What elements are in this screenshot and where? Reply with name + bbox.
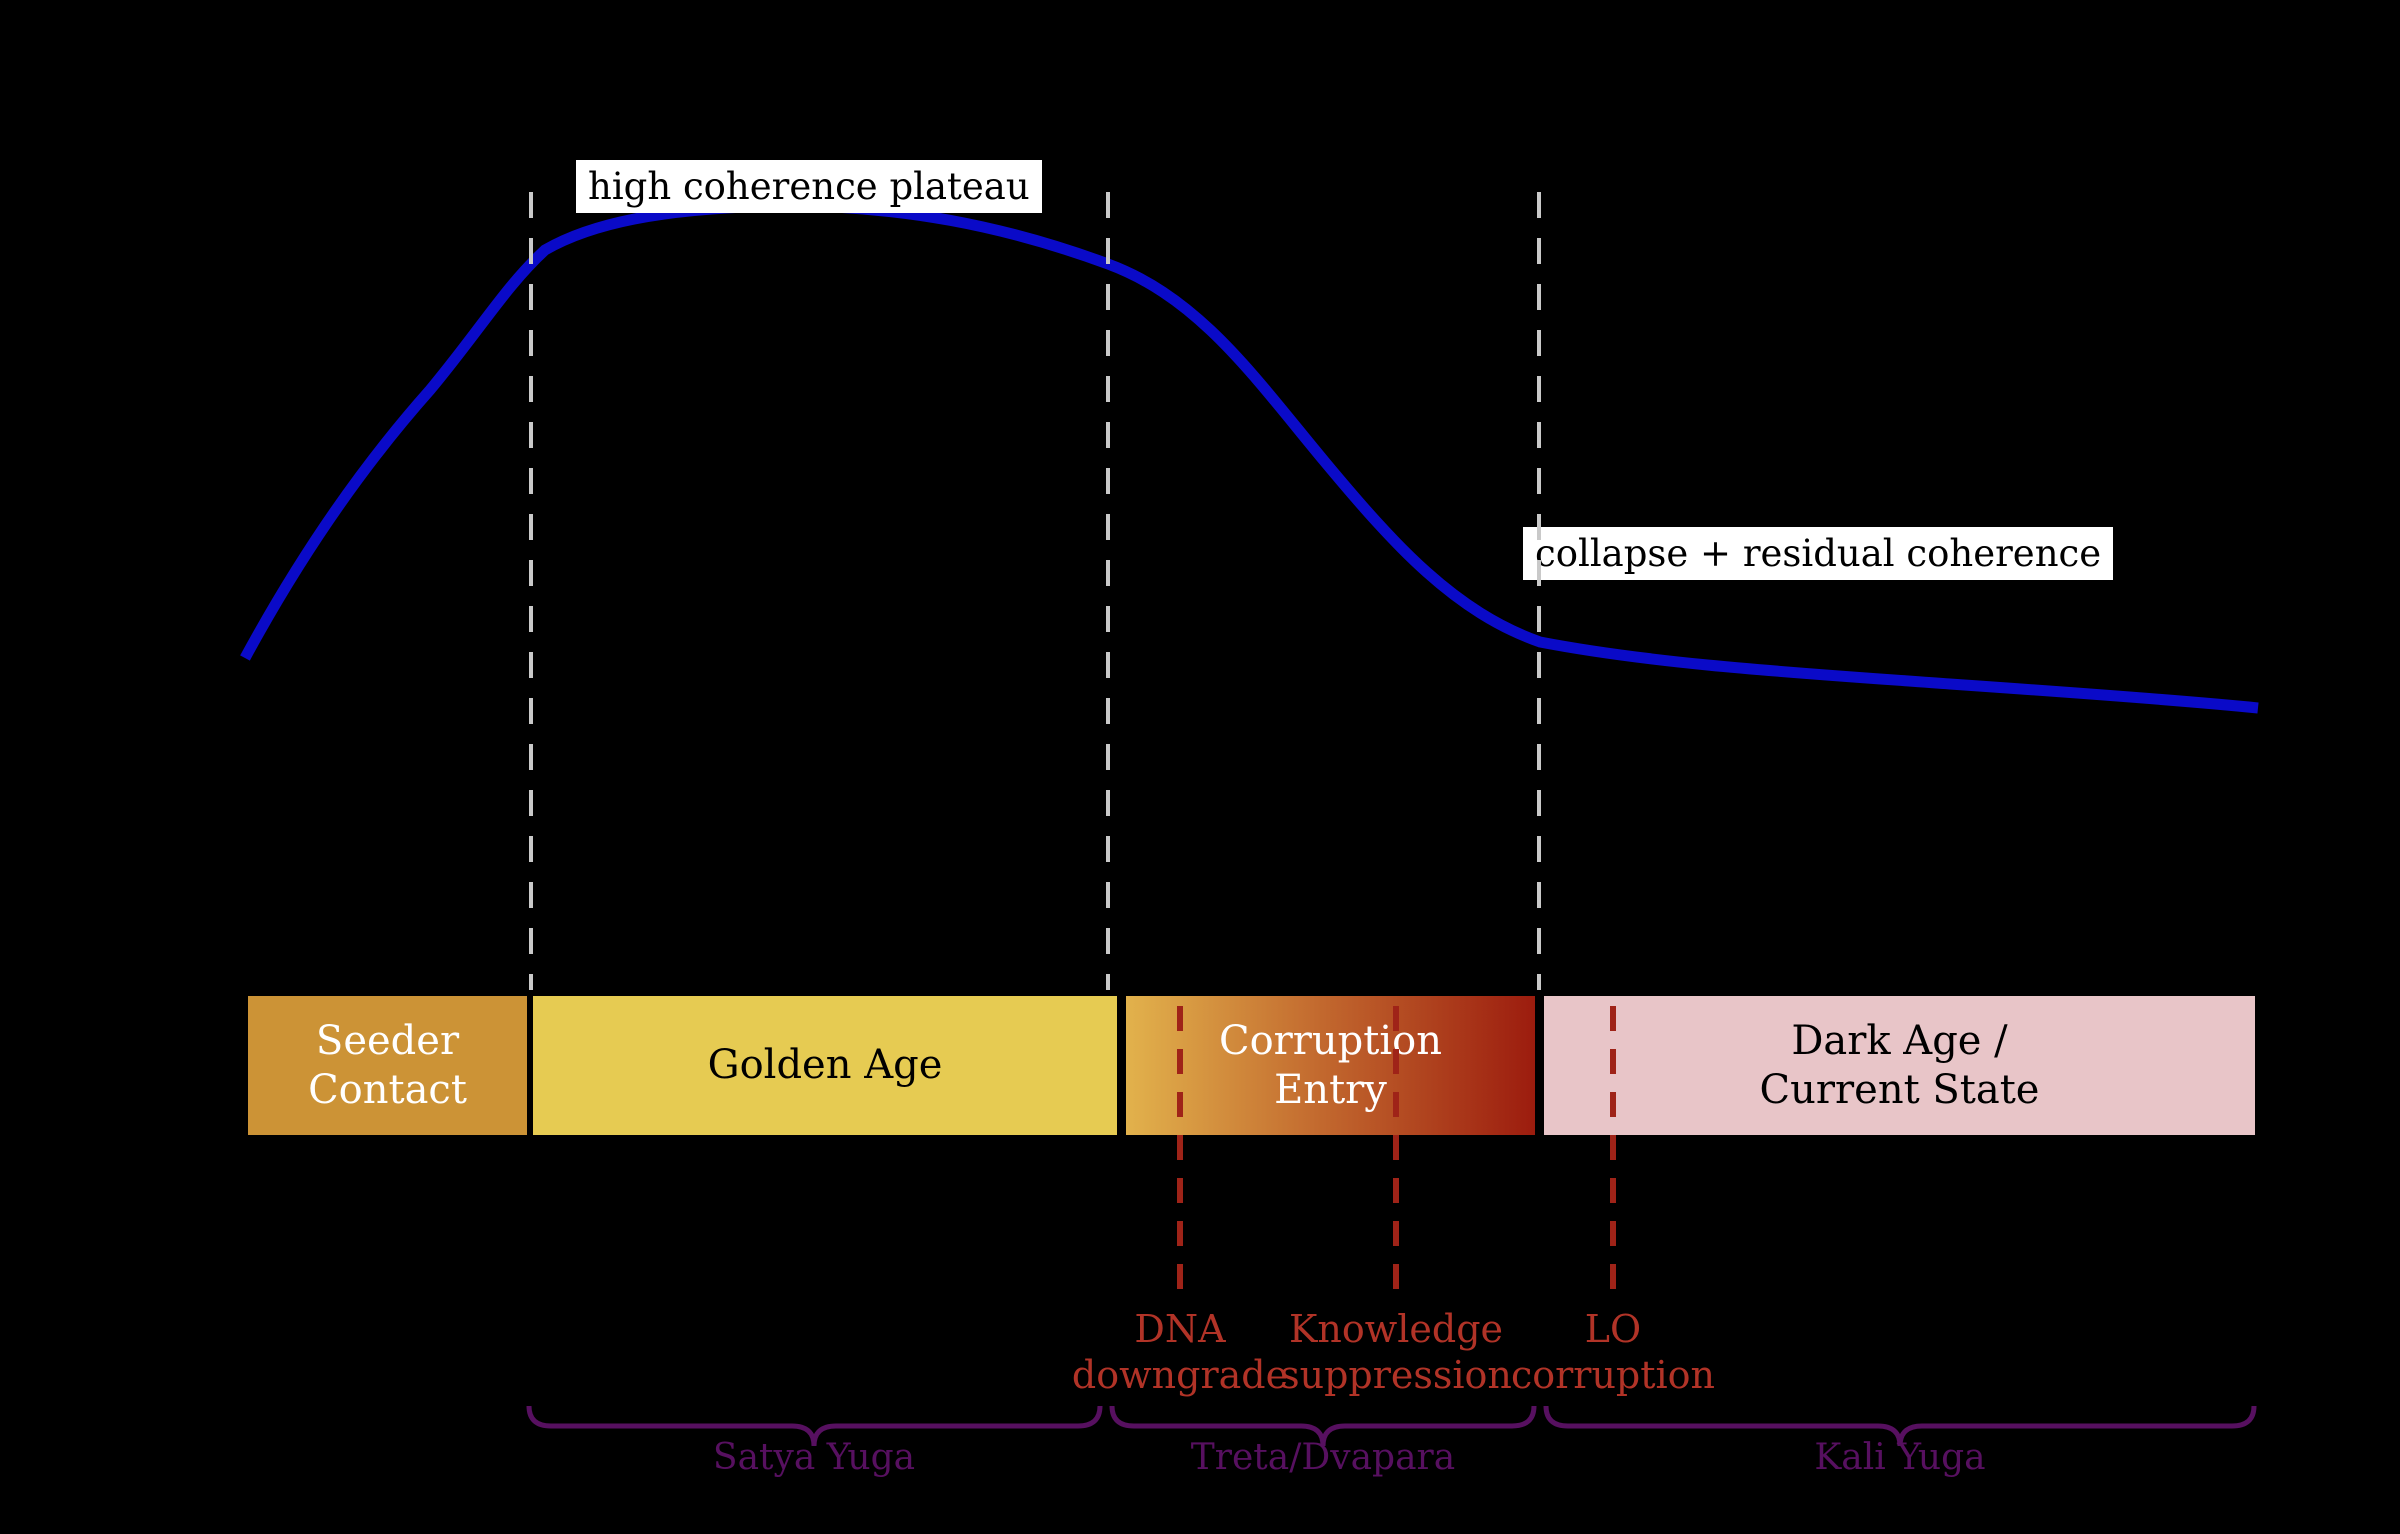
- band-dark-age-current-state: Dark Age / Current State: [1541, 993, 2258, 1138]
- band-dark-age-line2: Current State: [1759, 1066, 2040, 1113]
- band-seeder-contact-line1: Seeder: [315, 1017, 460, 1064]
- event-label-knowledge-suppression-line1: Knowledge: [1288, 1307, 1504, 1351]
- event-label-lo-corruption-line2: corruption: [1510, 1353, 1716, 1397]
- event-label-knowledge-suppression: Knowledge suppression: [1280, 1306, 1512, 1398]
- event-label-knowledge-suppression-line2: suppression: [1280, 1353, 1512, 1397]
- annotation-collapse-residual-coherence: collapse + residual coherence: [1523, 527, 2114, 580]
- event-label-dna-downgrade: DNA downgrade: [1072, 1306, 1288, 1398]
- band-corruption-entry: Corruption Entry: [1123, 993, 1538, 1138]
- event-label-lo-corruption-line1: LO: [1584, 1307, 1642, 1351]
- era-label-kali-yuga: Kali Yuga: [1814, 1437, 1986, 1478]
- band-seeder-contact: Seeder Contact: [245, 993, 530, 1138]
- band-dark-age-line1: Dark Age /: [1791, 1017, 2008, 1064]
- era-label-satya-yuga: Satya Yuga: [712, 1437, 916, 1478]
- band-golden-age: Golden Age: [530, 993, 1120, 1138]
- event-label-dna-downgrade-line2: downgrade: [1071, 1353, 1289, 1397]
- band-corruption-entry-line1: Corruption: [1218, 1017, 1442, 1064]
- band-corruption-entry-line2: Entry: [1274, 1066, 1387, 1113]
- coherence-curve: [240, 200, 2259, 714]
- event-label-dna-downgrade-line1: DNA: [1134, 1307, 1226, 1351]
- annotation-high-coherence-plateau: high coherence plateau: [576, 160, 1042, 213]
- band-golden-age-label: Golden Age: [707, 1042, 943, 1088]
- era-label-treta-dvapara: Treta/Dvapara: [1190, 1437, 1456, 1478]
- event-label-lo-corruption: LO corruption: [1511, 1306, 1715, 1398]
- band-seeder-contact-line2: Contact: [308, 1066, 467, 1113]
